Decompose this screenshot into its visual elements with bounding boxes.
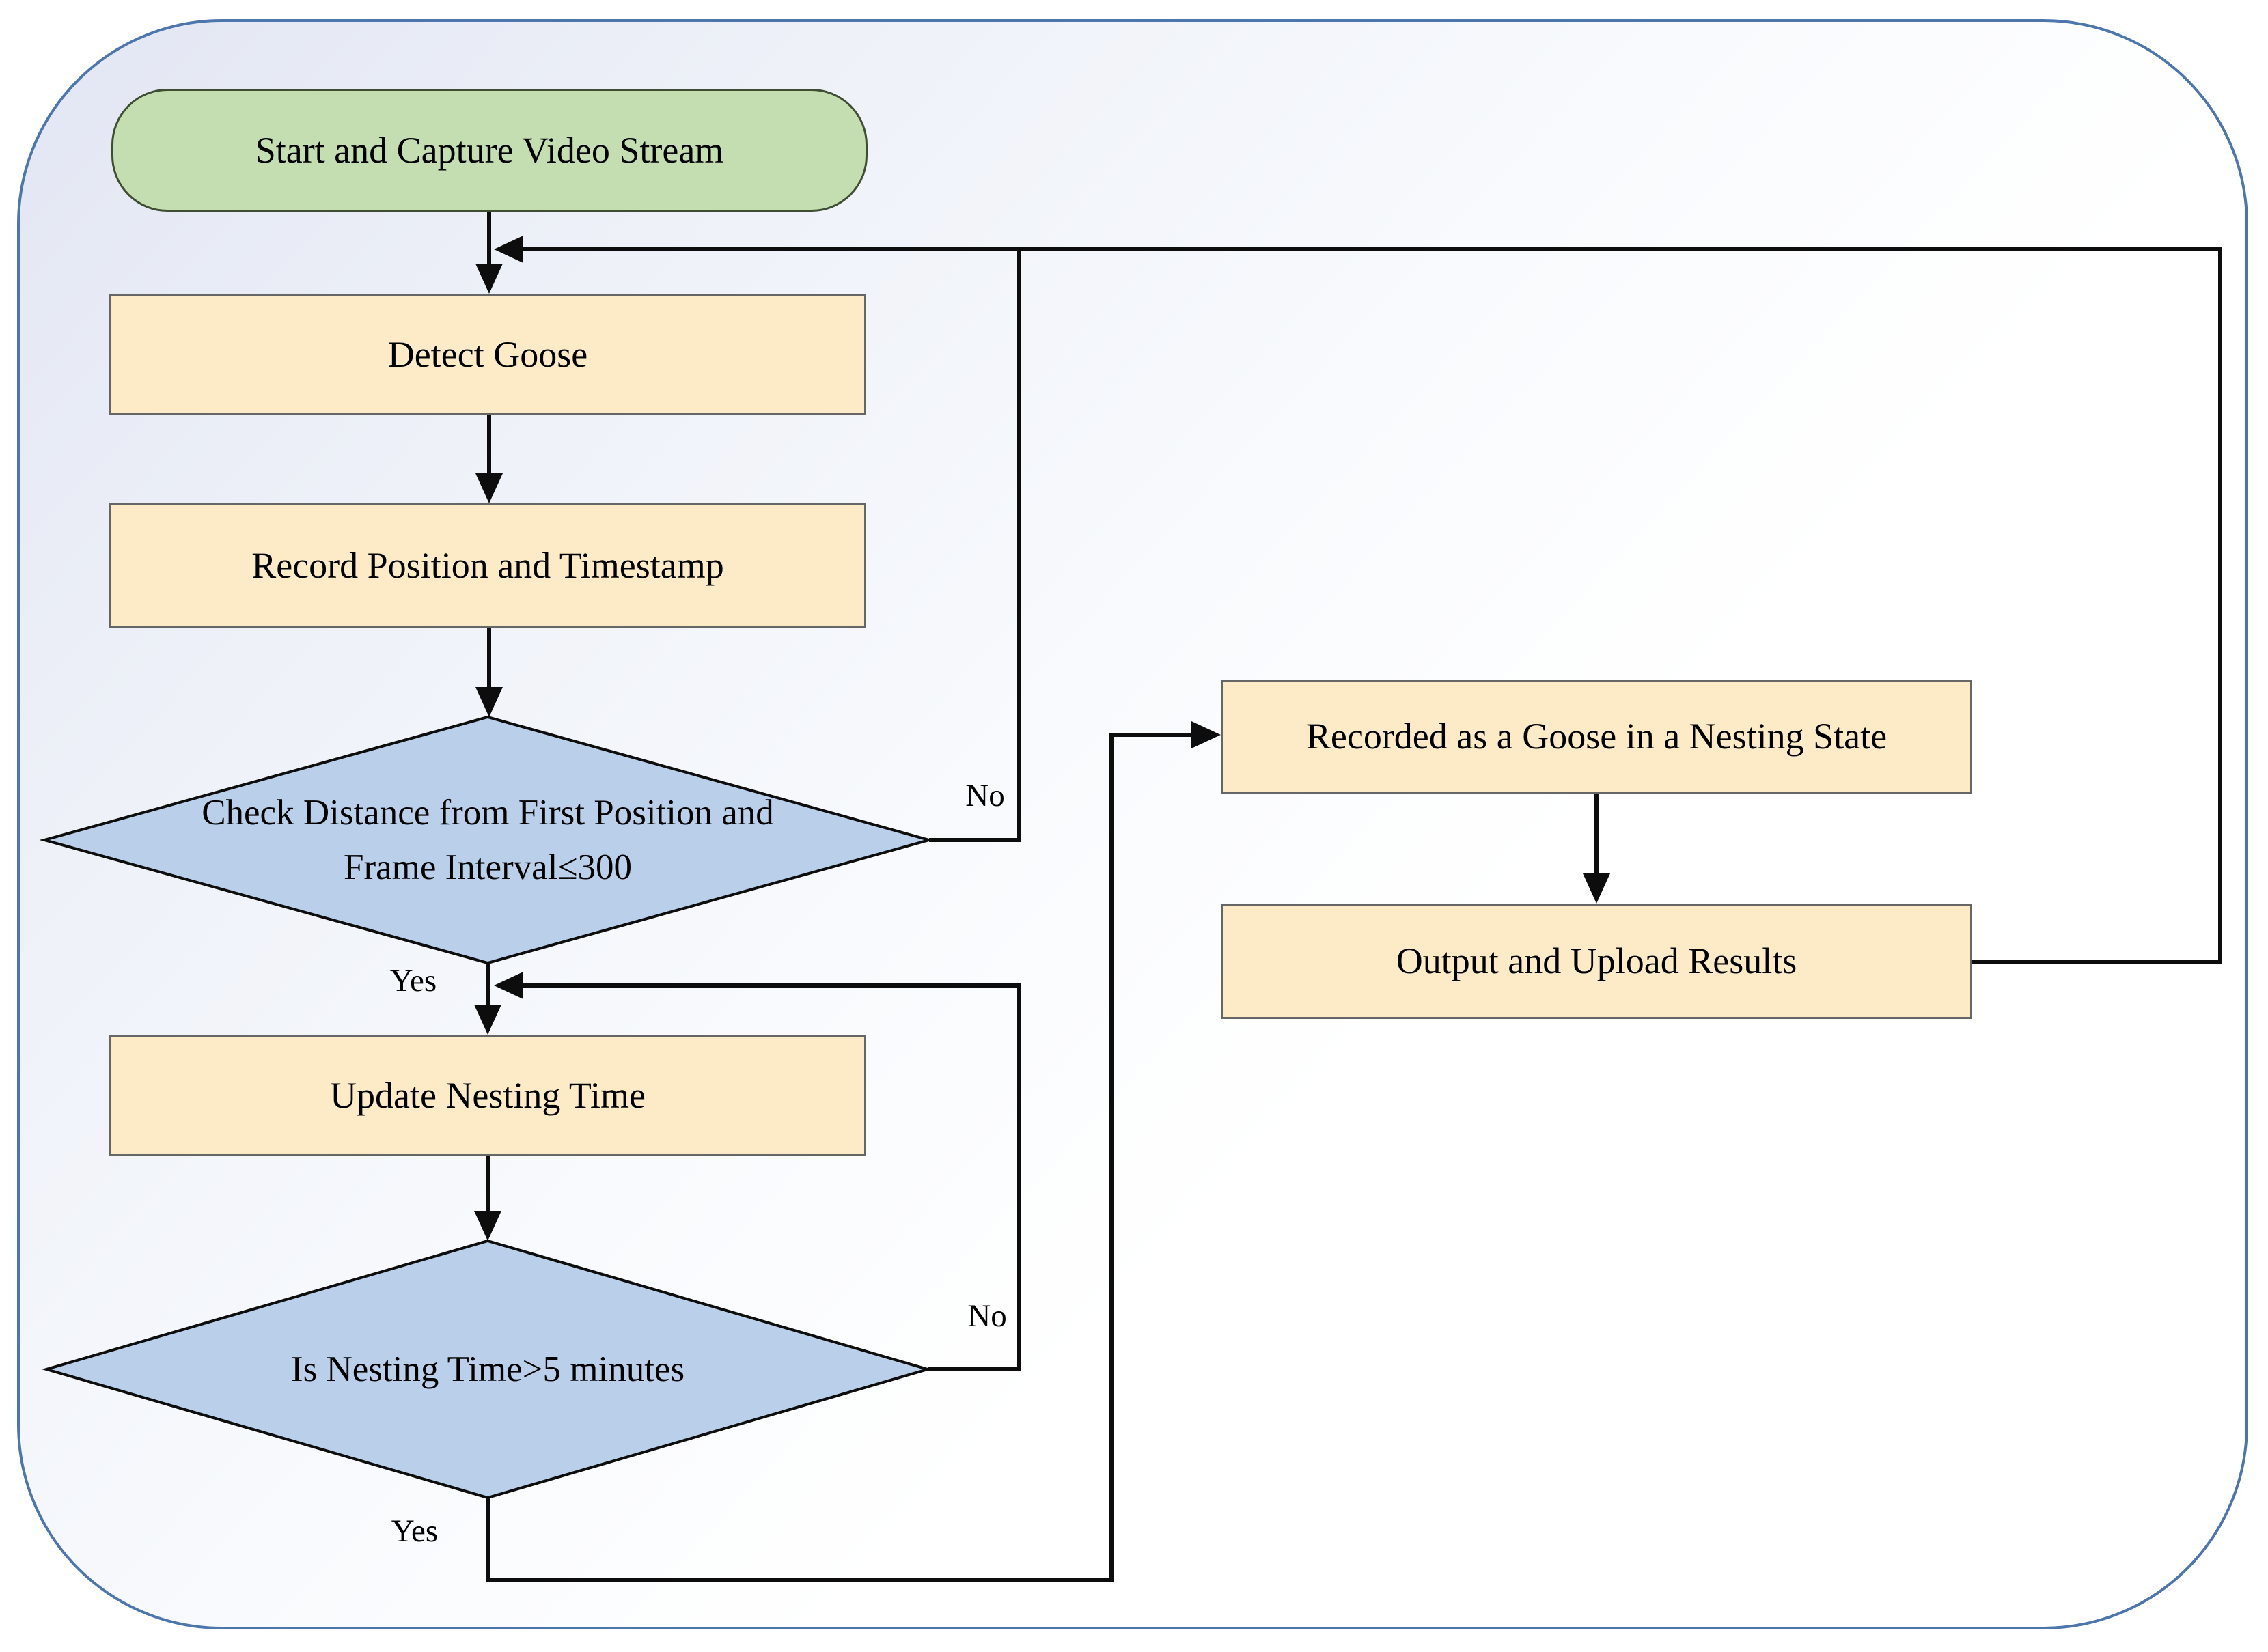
- label-nesting-time-yes: Yes: [391, 1513, 439, 1549]
- node-recorded-nesting: Recorded as a Goose in a Nesting State: [1221, 680, 1972, 794]
- node-recorded-nesting-label: Recorded as a Goose in a Nesting State: [1305, 716, 1887, 757]
- label-check-distance-no: No: [965, 778, 1005, 813]
- node-output-upload-label: Output and Upload Results: [1396, 940, 1797, 982]
- edge-check-distance-yes: [474, 963, 501, 1035]
- edge-output-feedback-loop: [494, 236, 2222, 964]
- edge-update-to-nesting-time: [474, 1156, 501, 1241]
- node-output-upload: Output and Upload Results: [1221, 904, 1972, 1019]
- edge-record-to-check-distance: [475, 628, 503, 717]
- node-detect-goose-label: Detect Goose: [387, 333, 588, 375]
- arrow-down-icon: [474, 1005, 501, 1035]
- arrow-down-icon: [1583, 873, 1610, 904]
- arrow-down-icon: [475, 264, 503, 294]
- edge-check-distance-no: [929, 251, 1021, 842]
- node-record-position-label: Record Position and Timestamp: [251, 545, 724, 587]
- node-update-nesting-time-label: Update Nesting Time: [329, 1074, 646, 1116]
- decision-is-nesting-time: [41, 1239, 933, 1500]
- label-nesting-time-no: No: [967, 1298, 1007, 1334]
- node-update-nesting-time: Update Nesting Time: [109, 1035, 866, 1156]
- label-check-distance-yes: Yes: [389, 963, 437, 998]
- edge-nesting-time-no: [494, 972, 1021, 1371]
- node-start-label: Start and Capture Video Stream: [255, 129, 724, 171]
- node-start: Start and Capture Video Stream: [111, 89, 868, 212]
- arrow-down-icon: [474, 1211, 501, 1241]
- arrow-right-icon: [1191, 721, 1221, 748]
- edge-recorded-to-output: [1583, 794, 1610, 904]
- arrow-down-icon: [475, 473, 503, 503]
- edge-detect-to-record: [475, 415, 503, 503]
- arrow-down-icon: [475, 687, 503, 717]
- edge-start-to-detect: [475, 212, 503, 294]
- node-detect-goose: Detect Goose: [109, 294, 866, 415]
- edge-nesting-time-yes: [486, 721, 1221, 1582]
- arrow-left-icon: [494, 972, 523, 999]
- arrow-left-icon: [494, 236, 523, 263]
- node-record-position: Record Position and Timestamp: [109, 503, 866, 628]
- decision-check-distance: [39, 715, 935, 965]
